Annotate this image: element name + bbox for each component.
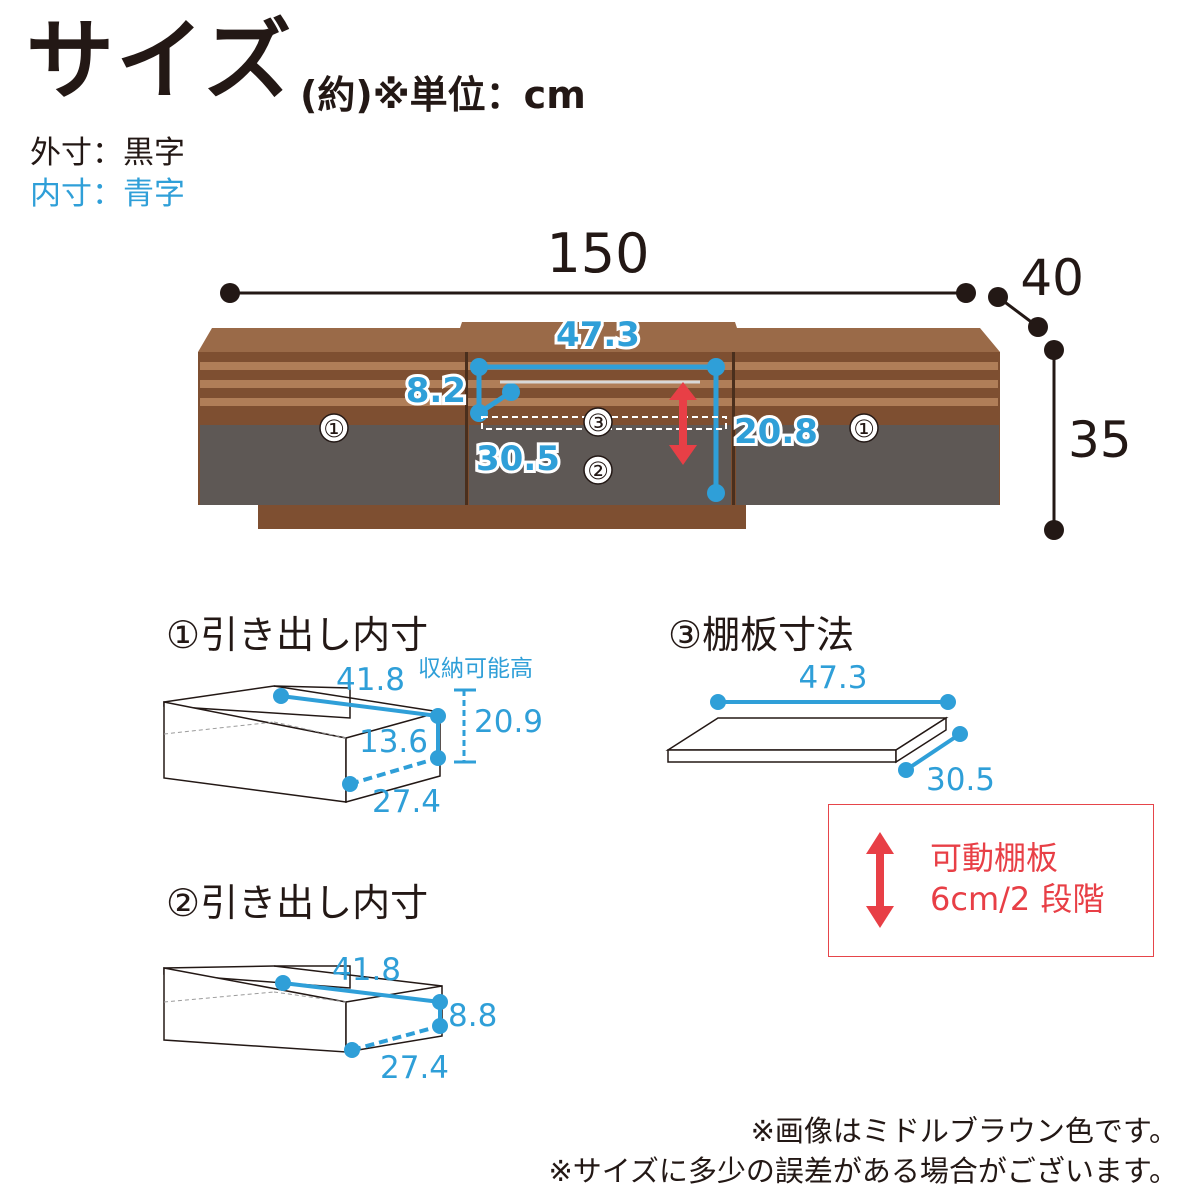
legend-outer: 外寸：黒字 <box>30 135 185 171</box>
drawer2-depth-label: 27.4 <box>380 1050 449 1086</box>
shelf3-title: ③棚板寸法 <box>668 613 855 657</box>
cabinet-diagram: 150 40 35 <box>198 222 1132 540</box>
inner-depth-label: 30.5 <box>476 439 560 479</box>
movable-arrow <box>669 382 697 465</box>
label-1-left: ① <box>323 415 345 443</box>
height-dimension: 35 <box>1044 340 1132 540</box>
width-dimension: 150 <box>220 222 976 303</box>
movable-line2: 6cm/2 段階 <box>930 879 1105 918</box>
shelf3-width-label: 47.3 <box>798 660 867 696</box>
label-3: ③ <box>587 409 609 437</box>
depth-label: 40 <box>1020 249 1084 307</box>
note-tolerance: ※サイズに多少の誤差がある場合がございます。 <box>548 1154 1178 1188</box>
label-1-right: ① <box>853 415 875 443</box>
unit-note: (約)※単位：cm <box>300 73 586 117</box>
movable-shelf-text: 可動棚板 6cm/2 段階 <box>930 838 1104 920</box>
shelf3-depth-label: 30.5 <box>926 762 995 798</box>
label-2: ② <box>587 457 609 485</box>
drawer1-storage-label: 収納可能高 <box>418 656 533 682</box>
drawer2-width-label: 41.8 <box>332 952 401 988</box>
inner-small-height-label: 8.2 <box>406 371 466 411</box>
width-label: 150 <box>546 222 649 285</box>
inner-dimensions: 47.3 8.2 30.5 20.8 <box>403 312 821 502</box>
drawer1-title: ①引き出し内寸 <box>166 613 429 657</box>
movable-shelf-box <box>828 804 1154 957</box>
page-title: サイズ <box>26 9 294 112</box>
drawer1-storage-height-label: 20.9 <box>474 704 543 740</box>
inner-height-label: 20.8 <box>734 412 818 452</box>
movable-line1: 可動棚板 <box>930 839 1059 877</box>
depth-dimension: 40 <box>988 249 1084 337</box>
drawer1-width-label: 41.8 <box>336 662 405 698</box>
inner-width-label: 47.3 <box>556 315 640 355</box>
drawer2-diagram: 41.8 8.8 27.4 <box>163 952 497 1086</box>
drawer2-title: ②引き出し内寸 <box>166 881 429 925</box>
shelf3-diagram: 47.3 30.5 <box>665 660 995 798</box>
drawer1-diagram: 41.8 13.6 27.4 20.9 収納可能高 <box>163 656 543 820</box>
drawer2-height-label: 8.8 <box>448 998 497 1034</box>
note-color: ※画像はミドルブラウン色です。 <box>750 1114 1178 1148</box>
height-label: 35 <box>1068 411 1132 469</box>
movable-box-arrow <box>866 832 894 928</box>
legend-inner: 内寸：青字 <box>30 176 185 212</box>
circled-labels: ① ① ③ ② <box>319 407 879 485</box>
drawer1-depth-label: 27.4 <box>372 784 441 820</box>
drawer1-inner-height-label: 13.6 <box>359 724 428 760</box>
